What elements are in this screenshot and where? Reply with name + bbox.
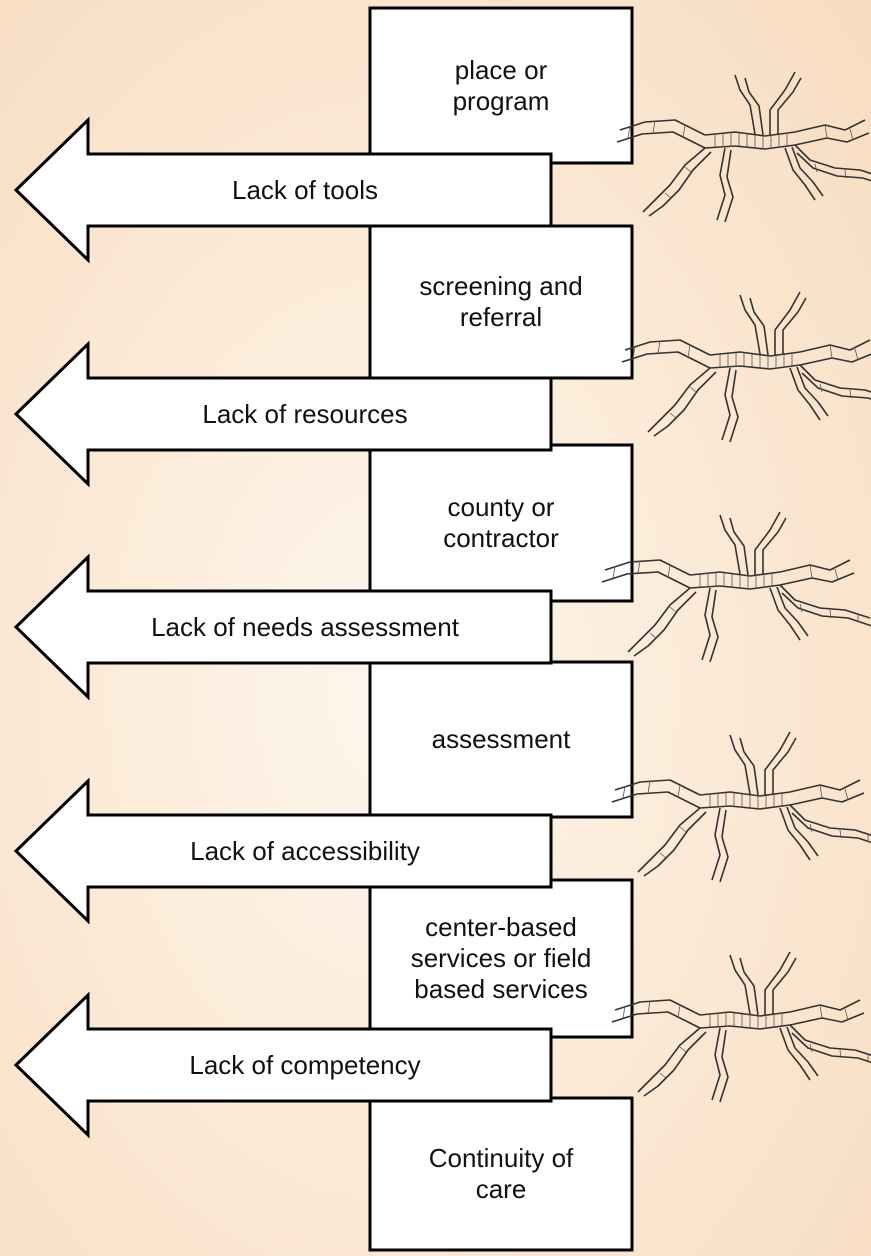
- barrier-label: Lack of competency: [189, 1049, 421, 1080]
- barrier-arrow-resources: [13, 340, 553, 488]
- barrier-label: Lack of resources: [202, 398, 408, 429]
- barrier-arrow-competency: [13, 991, 553, 1139]
- step-box-screening-and-referral: [368, 224, 634, 380]
- barrier-arrow-accessibility: [13, 777, 553, 925]
- barrier-arrows: [13, 116, 553, 1139]
- crack-icon: [611, 731, 871, 883]
- step-boxes: [368, 6, 634, 1252]
- step-label: screening and referral: [419, 271, 583, 332]
- barrier-arrow-tools: [13, 116, 553, 264]
- step-label: county or contractor: [443, 492, 559, 553]
- crack-decorations: [601, 71, 871, 1103]
- barrier-label: Lack of tools: [232, 174, 378, 205]
- step-box-place-or-program: [368, 6, 634, 165]
- crack-icon: [611, 951, 871, 1103]
- barrier-label: Lack of needs assessment: [151, 611, 459, 642]
- step-box-assessment: [368, 660, 634, 819]
- crack-icon: [621, 291, 871, 443]
- step-label: center-based services or field based ser…: [410, 912, 592, 1004]
- barrier-label: Lack of accessibility: [190, 835, 420, 866]
- step-label: place or program: [452, 54, 550, 116]
- step-label: Continuity of care: [428, 1143, 574, 1204]
- step-label: assessment: [431, 724, 571, 754]
- crack-icon: [616, 71, 871, 223]
- barrier-arrow-needs-assessment: [13, 553, 553, 701]
- crack-icon: [601, 511, 871, 663]
- step-box-continuity-of-care: [368, 1096, 634, 1252]
